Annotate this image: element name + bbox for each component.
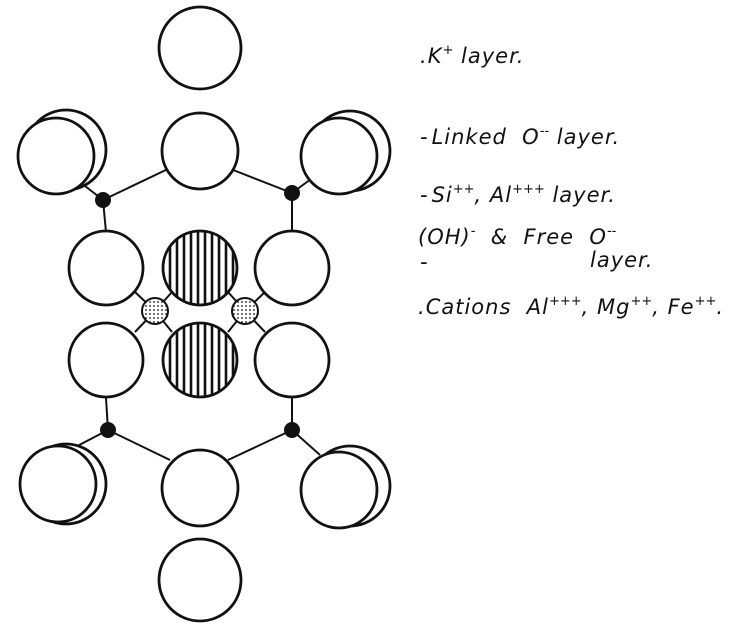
bond-lower-left-inner — [107, 429, 171, 461]
cation-right — [231, 297, 259, 325]
hydroxyl-lower — [161, 321, 239, 399]
oxygen-lower-right — [299, 450, 379, 530]
oxygen-upper-left — [16, 116, 96, 196]
oh-free-o-layer-label-line2-dash: - — [420, 250, 429, 274]
oh-free-o-layer-label-line2: layer. — [590, 248, 654, 272]
oxygen-upper-middle — [160, 111, 240, 191]
k-layer-label: .K+ layer. — [420, 43, 525, 68]
bond-lower-right-inner — [227, 429, 293, 461]
oxygen-lower-middle — [160, 448, 240, 528]
oxygen-free-lower-right — [253, 321, 331, 399]
oh-free-o-layer-label-line1: (OH)- & Free O-- — [418, 224, 617, 249]
bond-upper-left-inner — [102, 167, 171, 201]
si-al-layer-label: -Si++, Al+++ layer. — [420, 182, 616, 207]
bond-upper-right-inner — [227, 167, 293, 194]
hydroxyl-upper — [161, 229, 239, 307]
silicon-upper-right — [284, 185, 300, 201]
oxygen-free-upper-left — [67, 229, 145, 307]
bonds — [57, 164, 331, 461]
silicon-lower-left — [100, 422, 116, 438]
oxygen-lower-left — [18, 444, 98, 524]
k-ion-bottom — [157, 537, 243, 623]
cations-layer-label: .Cations Al+++, Mg++, Fe++. — [418, 294, 725, 319]
silicon-upper-left — [95, 192, 111, 208]
oxygen-free-upper-right — [253, 229, 331, 307]
linked-o-layer-label: -Linked O-- layer. — [420, 124, 621, 149]
oxygen-free-lower-left — [67, 321, 145, 399]
cation-left — [141, 297, 169, 325]
k-ion-top — [157, 5, 243, 91]
silicon-lower-right — [284, 422, 300, 438]
oxygen-upper-right — [299, 116, 379, 196]
